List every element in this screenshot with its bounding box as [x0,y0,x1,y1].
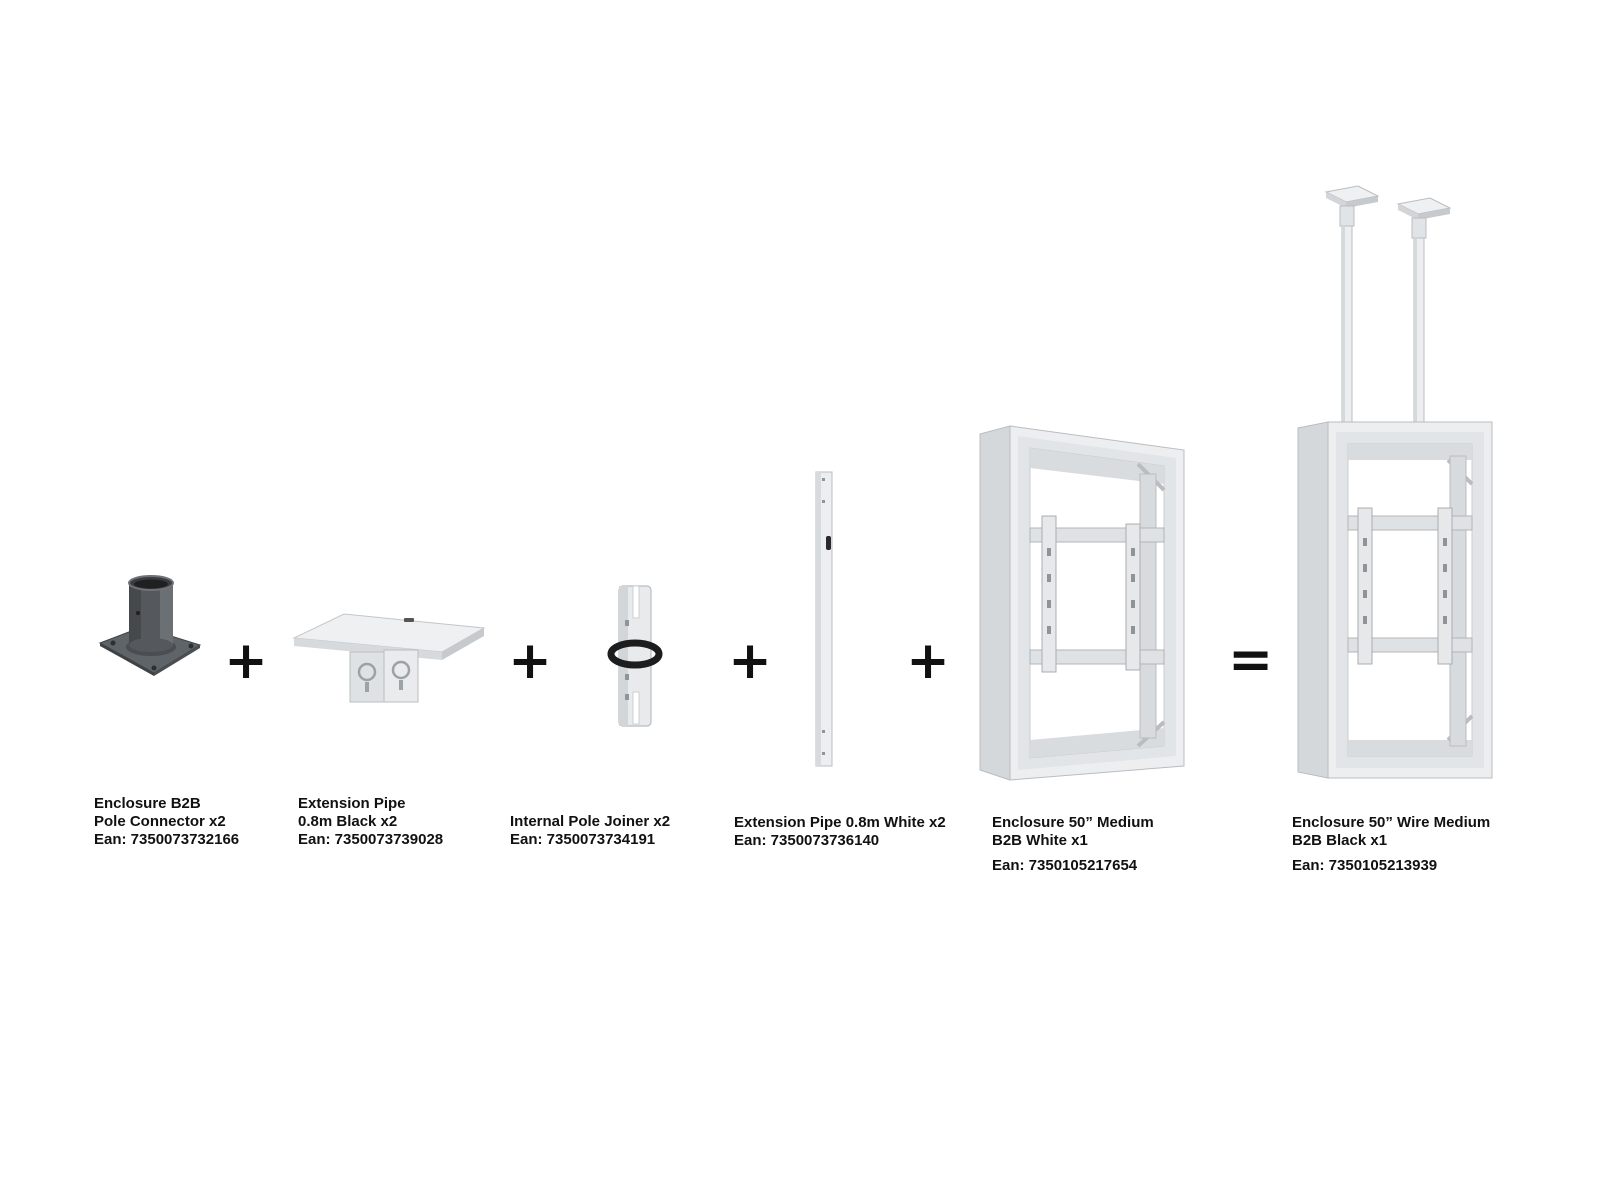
caption-extension-pipe: Extension Pipe 0.8m White x2 Ean: 735007… [734,814,946,850]
caption-line: Internal Pole Joiner x2 [510,813,671,830]
caption-line: B2B White x1 [992,832,1088,849]
caption-ean: Ean: 7350073734191 [510,831,656,848]
pole-connector-image [96,575,206,695]
caption-enclosure-white: Enclosure 50” Medium B2B White x1 Ean: 7… [992,814,1154,875]
caption-enclosure-wire: Enclosure 50” Wire Medium B2B Black x1 E… [1292,814,1490,875]
caption-line: Pole Connector x2 [94,813,226,830]
plus-operator-1: + [224,631,268,691]
caption-ean: Ean: 7350073736140 [734,832,880,849]
caption-ean: Ean: 7350105217654 [992,857,1138,874]
caption-ceiling-plate: Extension Pipe 0.8m Black x2 Ean: 735007… [298,795,443,849]
equals-operator: = [1228,628,1274,691]
caption-ean: Ean: 7350073739028 [298,831,444,848]
extension-pipe-image [812,470,836,770]
plus-operator-3: + [728,631,772,691]
caption-pole-joiner: Internal Pole Joiner x2 Ean: 73500737341… [510,813,670,849]
enclosure-wire-image [1296,185,1496,786]
caption-pole-connector: Enclosure B2B Pole Connector x2 Ean: 735… [94,795,239,849]
caption-line: Enclosure 50” Medium [992,814,1154,831]
plus-operator-4: + [906,631,950,691]
caption-line: B2B Black x1 [1292,832,1388,849]
pole-joiner-image [605,582,665,732]
caption-line: Enclosure B2B [94,795,201,812]
caption-line: Extension Pipe [298,795,406,812]
caption-ean: Ean: 7350073732166 [94,831,240,848]
caption-line: Extension Pipe 0.8m White x2 [734,814,946,831]
caption-ean: Ean: 7350105213939 [1292,857,1438,874]
caption-line: 0.8m Black x2 [298,813,398,830]
caption-line: Enclosure 50” Wire Medium [1292,814,1491,831]
plus-operator-2: + [508,631,552,691]
ceiling-plate-image [292,608,492,708]
enclosure-white-image [978,424,1188,786]
